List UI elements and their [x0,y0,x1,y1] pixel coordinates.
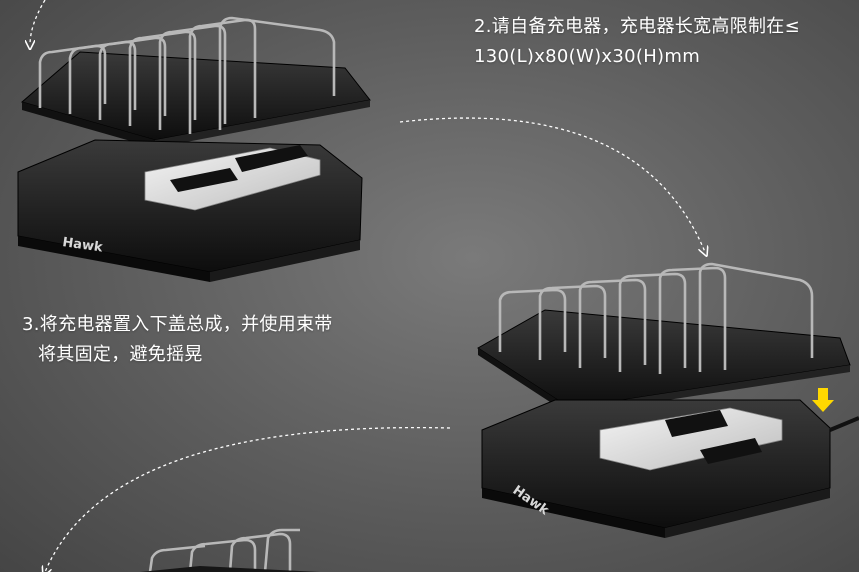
top-lid-right [477,309,851,409]
product-exploded-top: Hawk [17,16,371,282]
guide-arrow-middle [399,117,705,252]
step-2-caption: 2.请自备充电器，充电器长宽高限制在≤ 130(L)x80(W)x30(H)mm [474,12,800,72]
step-2-line-1: 2.请自备充电器，充电器长宽高限制在≤ [474,16,800,37]
step-2-line-2: 130(L)x80(W)x30(H)mm [474,46,701,67]
brand-logo: Hawk [61,235,103,256]
step-3-caption: 3.将充电器置入下盖总成，并使用束带 将其固定，避免摇晃 [22,310,333,370]
wire-dividers [38,16,336,134]
insert-arrow-icon [812,388,834,412]
step-3-line-2: 将其固定，避免摇晃 [38,344,203,365]
usb-charger-right [599,407,783,471]
bottom-lid-partial [140,566,320,572]
product-step-3: Hawk [477,262,859,538]
guide-arrow-top-left [30,0,46,45]
power-cable [829,416,859,432]
product-step-4-partial [148,528,300,572]
step-3-line-1: 3.将充电器置入下盖总成，并使用束带 [22,314,333,335]
guide-arrow-bottom-left [45,426,451,572]
wire-dividers-right [498,262,814,374]
